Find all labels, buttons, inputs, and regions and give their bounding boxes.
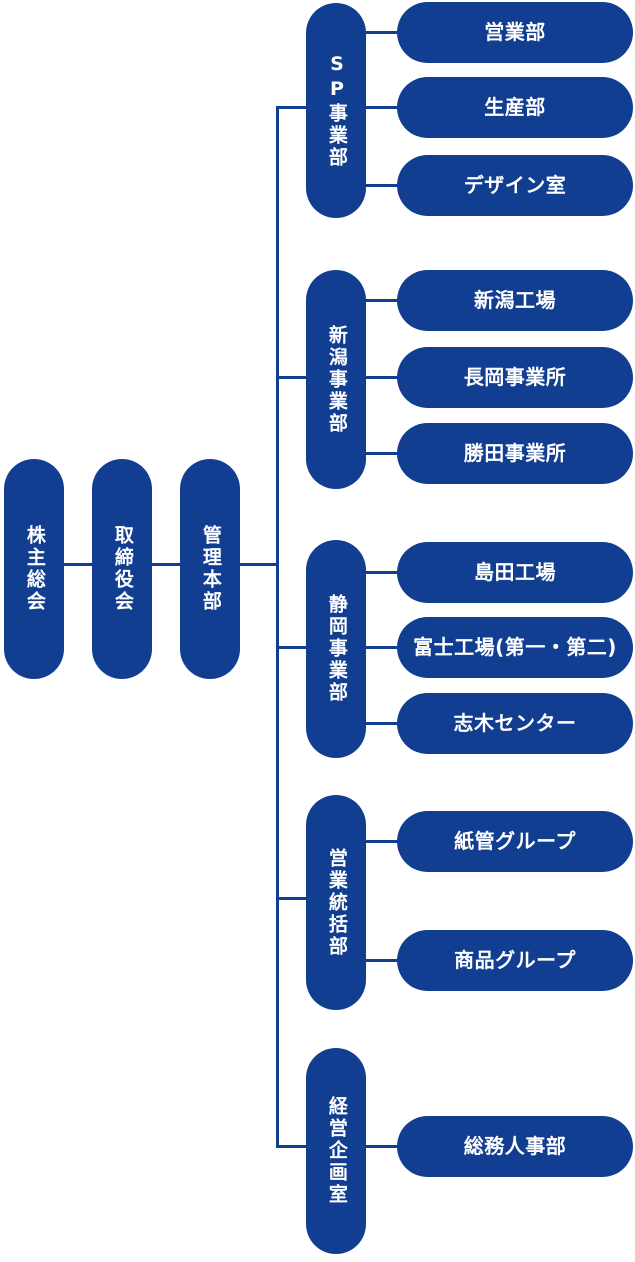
connector-shareholders-board bbox=[34, 563, 122, 566]
node-shizuoka-division: 静岡事業部 bbox=[306, 540, 366, 758]
connector-board-adminhq bbox=[122, 563, 210, 566]
node-general-affairs-hr-dept: 総務人事部 bbox=[397, 1116, 633, 1177]
node-sales-dept: 営業部 bbox=[397, 2, 633, 63]
node-niigata-factory: 新潟工場 bbox=[397, 270, 633, 331]
node-board-of-directors: 取締役会 bbox=[92, 459, 152, 679]
connector-niigata-factory bbox=[336, 299, 418, 302]
node-shareholders-meeting: 株主総会 bbox=[4, 459, 64, 679]
node-corporate-planning-office: 経営企画室 bbox=[306, 1048, 366, 1254]
node-production-dept: 生産部 bbox=[397, 77, 633, 138]
connector-shiki-center bbox=[336, 722, 418, 725]
connector-sales-dept bbox=[336, 31, 418, 34]
node-sp-division: SP事業部 bbox=[306, 3, 366, 218]
node-shimada-factory: 島田工場 bbox=[397, 542, 633, 603]
trunk-line bbox=[276, 106, 279, 1148]
connector-design-office bbox=[336, 184, 418, 187]
connector-adminhq-trunk bbox=[210, 563, 278, 566]
node-niigata-division: 新潟事業部 bbox=[306, 270, 366, 489]
connector-nagaoka-office bbox=[336, 376, 418, 379]
connector-shimada-factory bbox=[336, 571, 418, 574]
node-fuji-factory: 富士工場(第一・第二) bbox=[397, 617, 633, 678]
node-shiki-center: 志木センター bbox=[397, 693, 633, 754]
connector-katsuta-office bbox=[336, 452, 418, 455]
node-administration-hq: 管理本部 bbox=[180, 459, 240, 679]
connector-fuji-factory bbox=[336, 646, 418, 649]
connector-general-affairs-hr-dept bbox=[336, 1145, 418, 1148]
connector-paper-tube-group bbox=[336, 840, 418, 843]
connector-product-group bbox=[336, 959, 418, 962]
node-product-group: 商品グループ bbox=[397, 930, 633, 991]
node-nagaoka-office: 長岡事業所 bbox=[397, 347, 633, 408]
connector-production-dept bbox=[336, 106, 418, 109]
node-paper-tube-group: 紙管グループ bbox=[397, 811, 633, 872]
node-design-office: デザイン室 bbox=[397, 155, 633, 216]
node-katsuta-office: 勝田事業所 bbox=[397, 423, 633, 484]
node-sales-supervision-dept: 営業統括部 bbox=[306, 795, 366, 1010]
